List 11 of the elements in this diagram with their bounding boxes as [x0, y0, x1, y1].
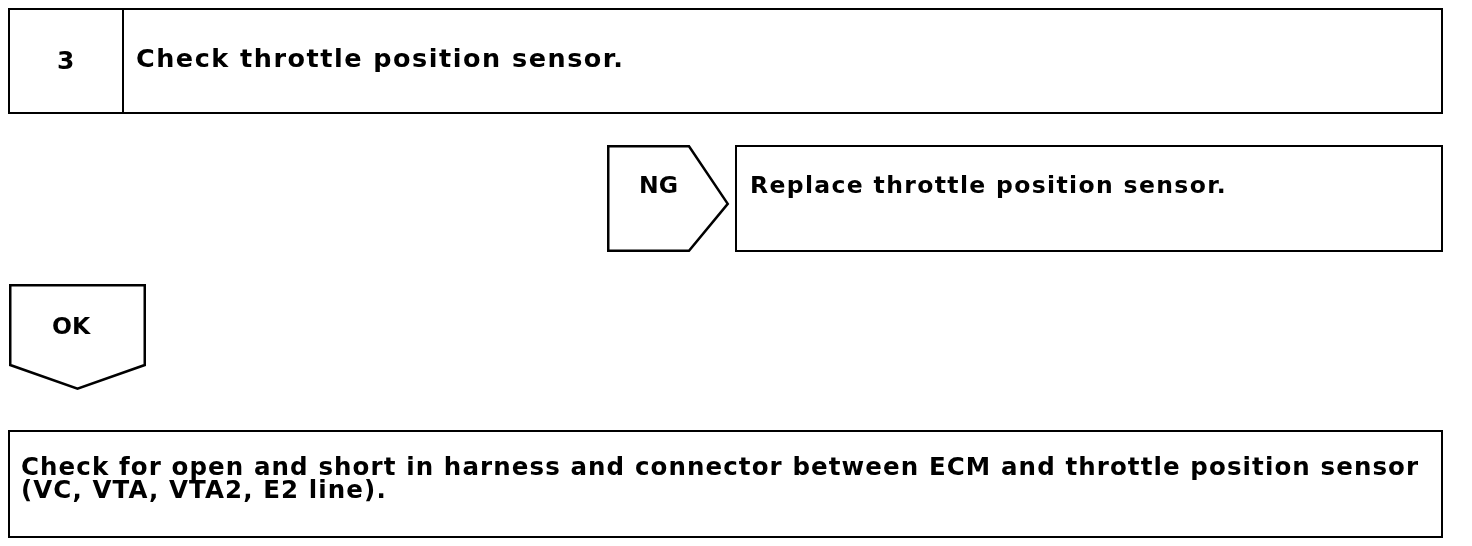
step-number: 3: [56, 47, 76, 75]
action-box: [8, 430, 1443, 538]
result-label: NG: [639, 173, 678, 199]
result-label: OK: [52, 314, 91, 340]
action-text: Check for open and short in harness and connector between ECM and throttle position sensor (VC, VTA, VTA2, E2 line).: [21, 455, 1421, 501]
action-text: Replace throttle position sensor.: [750, 173, 1229, 199]
step-box: [8, 8, 1443, 114]
step-title: Check throttle position sensor.: [136, 44, 625, 73]
pointer-tag: [9, 284, 146, 390]
pointer-tag: [607, 145, 729, 252]
action-box: [735, 145, 1443, 252]
